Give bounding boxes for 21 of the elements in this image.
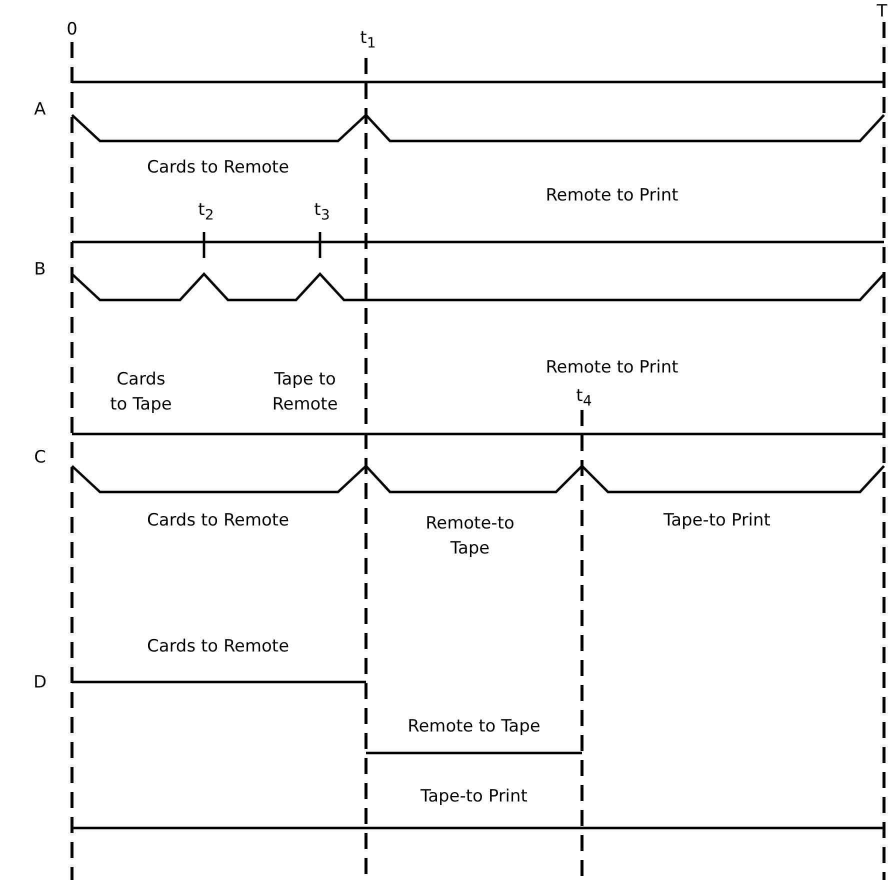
phase-label: Cards to Tape xyxy=(109,368,173,416)
phase-label: Tape to Remote xyxy=(271,368,339,416)
phase-label: Cards to Remote xyxy=(146,156,290,180)
phase-label: Tape-to Print xyxy=(420,786,528,809)
row-label: B xyxy=(34,258,46,282)
row-label: A xyxy=(34,98,46,122)
row-label: C xyxy=(34,446,46,470)
phase-label: Remote to Print xyxy=(546,184,678,208)
time-label: t$_{2}$ xyxy=(198,199,214,226)
phase-label: Remote to Print xyxy=(546,356,678,380)
time-label: t$_{4}$ xyxy=(576,385,592,412)
phase-label: Cards to Remote xyxy=(146,636,290,659)
time-label: t$_{3}$ xyxy=(314,199,330,226)
phase-label: Tape-to Print xyxy=(664,510,770,533)
phase-label: Cards to Remote xyxy=(146,510,290,533)
row-label: D xyxy=(33,672,47,695)
phase-label: Remote-to Tape xyxy=(424,512,516,560)
time-label: 0 xyxy=(66,18,78,42)
time-label: T xyxy=(876,0,888,24)
phase-label: Remote to Tape xyxy=(408,716,540,739)
time-label: t$_{1}$ xyxy=(360,27,376,54)
